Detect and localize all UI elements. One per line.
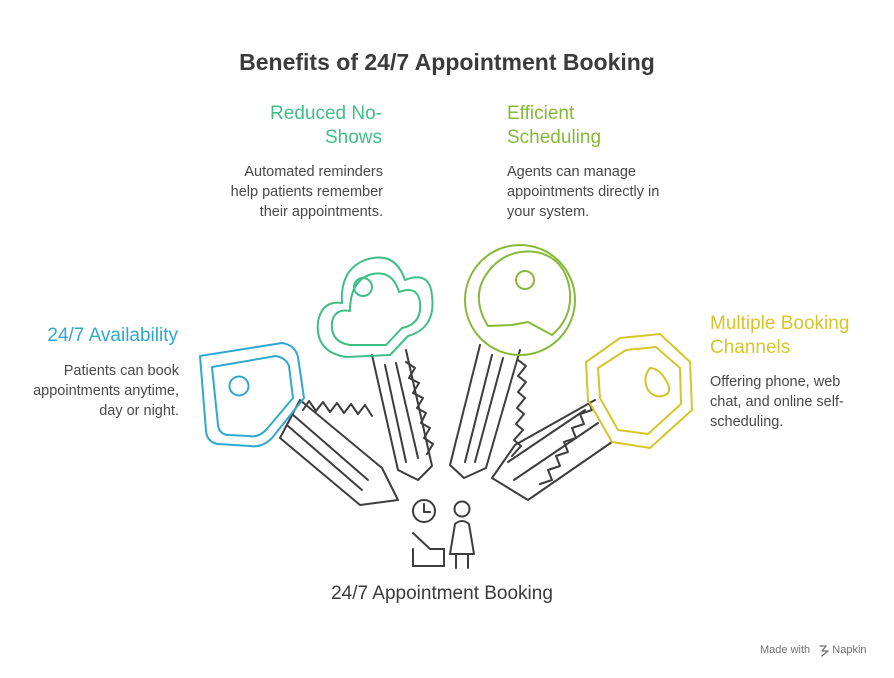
desk-icon bbox=[412, 532, 445, 567]
napkin-logo-icon bbox=[819, 645, 829, 657]
benefit-description-availability: Patients can book appointments anytime, … bbox=[33, 363, 179, 419]
key-icon-no-shows bbox=[316, 256, 434, 481]
footer-brand: Napkin bbox=[832, 644, 867, 656]
footer-made-with: Made with bbox=[760, 644, 811, 656]
person-icon bbox=[449, 500, 475, 569]
key-icon-scheduling bbox=[449, 244, 576, 479]
key-icon-availability bbox=[199, 342, 399, 506]
benefit-description-no-shows: Automated reminders help patients rememb… bbox=[230, 164, 383, 220]
benefit-heading-scheduling: Efficient Scheduling bbox=[507, 103, 602, 148]
benefit-description-channels: Offering phone, web chat, and online sel… bbox=[710, 374, 844, 430]
clock-icon bbox=[412, 499, 436, 523]
benefit-heading-no-shows: Reduced No-Shows bbox=[270, 103, 382, 148]
benefit-heading-availability: 24/7 Availability bbox=[47, 325, 178, 346]
center-label: 24/7 Appointment Booking bbox=[331, 583, 553, 604]
diagram-title: Benefits of 24/7 Appointment Booking bbox=[239, 49, 655, 75]
benefit-heading-channels: Multiple Booking Channels bbox=[710, 313, 850, 358]
napkin-footer[interactable]: Made with Napkin bbox=[760, 644, 867, 656]
key-icon-channels bbox=[491, 333, 693, 501]
benefit-description-scheduling: Agents can manage appointments directly … bbox=[507, 164, 660, 220]
